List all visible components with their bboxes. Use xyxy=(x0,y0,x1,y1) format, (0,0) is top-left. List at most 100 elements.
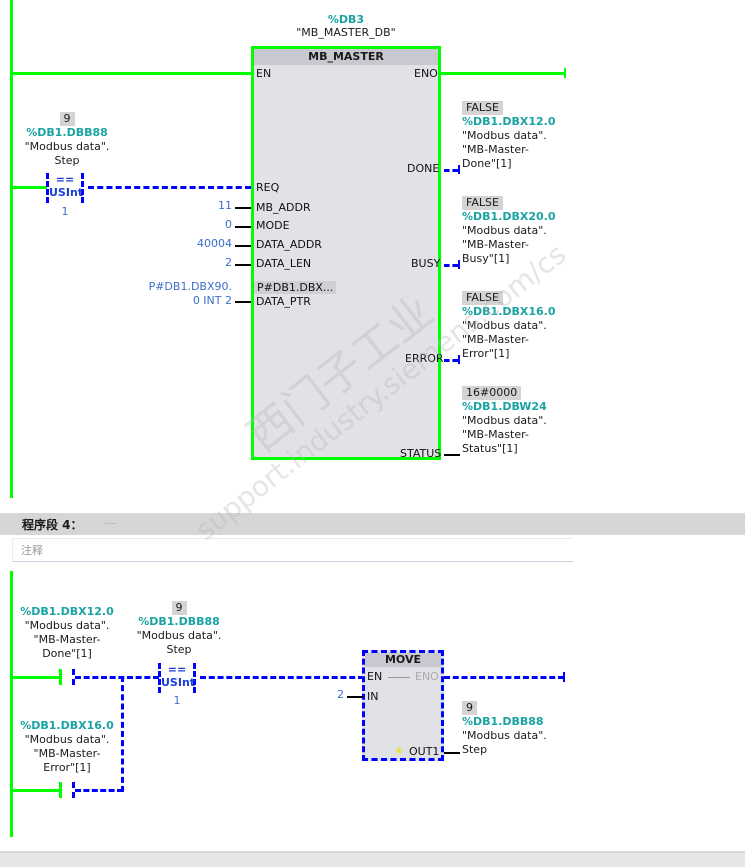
eno-wire xyxy=(441,72,565,75)
n4-compare-operand-bottom[interactable]: 1 xyxy=(173,694,181,707)
compare-in-wire xyxy=(10,186,47,189)
data-ptr-wire xyxy=(235,301,251,303)
network-4-label: 程序段 4： xyxy=(22,518,83,532)
status-monitor: 16#0000 xyxy=(462,386,522,400)
power-rail-left-n4 xyxy=(10,571,13,837)
network-5-header[interactable] xyxy=(0,851,745,867)
move-eno-wire xyxy=(444,676,564,679)
en-wire xyxy=(10,72,251,75)
eno-wire-end xyxy=(564,68,566,78)
contact-error-address: %DB1.DBX16.0 xyxy=(20,719,114,732)
status-output-tag[interactable]: 16#0000 %DB1.DBW24 "Modbus data". "MB-Ma… xyxy=(462,386,547,456)
data-ptr-value-line1: P#DB1.DBX90. xyxy=(148,280,232,293)
busy-wire-end xyxy=(458,260,460,269)
status-sym2: "MB-Master- xyxy=(462,428,529,441)
done-output-tag[interactable]: FALSE %DB1.DBX12.0 "Modbus data". "MB-Ma… xyxy=(462,101,556,171)
busy-sym1: "Modbus data". xyxy=(462,224,547,237)
status-sym3: Status"[1] xyxy=(462,442,518,455)
contact-done-right[interactable] xyxy=(72,669,75,685)
move-out-tag[interactable]: 9 %DB1.DBB88 "Modbus data". Step xyxy=(462,701,547,757)
network-4-title[interactable]: ..... xyxy=(104,517,117,526)
n4-compare-operator: == xyxy=(167,663,187,676)
network-4-header[interactable]: 程序段 4： ..... xyxy=(0,513,745,535)
error-output-tag[interactable]: FALSE %DB1.DBX16.0 "Modbus data". "MB-Ma… xyxy=(462,291,556,361)
pin-done: DONE xyxy=(407,162,440,175)
data-len-value[interactable]: 2 xyxy=(225,256,232,269)
contact-done-out-wire xyxy=(75,676,159,679)
n4-compare-type: USInt xyxy=(161,676,196,689)
compare-monitor-value: 9 xyxy=(59,112,75,126)
contact-done-in-wire xyxy=(10,676,60,679)
busy-address: %DB1.DBX20.0 xyxy=(462,210,556,223)
pin-mode: MODE xyxy=(256,219,290,232)
contact-error-sym3: Error"[1] xyxy=(43,761,91,774)
move-block[interactable]: MOVE xyxy=(362,650,444,761)
error-sym2: "MB-Master- xyxy=(462,333,529,346)
compare-symbol-2: Step xyxy=(54,154,80,167)
instance-db-label: %DB3 "MB_MASTER_DB" xyxy=(271,13,421,39)
contact-done-address: %DB1.DBX12.0 xyxy=(20,605,114,618)
compare-contact[interactable]: == USInt xyxy=(46,173,84,203)
mb-addr-value[interactable]: 11 xyxy=(218,199,232,212)
move-en-wire xyxy=(200,676,364,679)
error-sym1: "Modbus data". xyxy=(462,319,547,332)
n4-compare-address: %DB1.DBB88 xyxy=(138,615,220,628)
pin-data-addr: DATA_ADDR xyxy=(256,238,322,251)
contact-error-tag[interactable]: %DB1.DBX16.0 "Modbus data". "MB-Master- … xyxy=(12,719,122,775)
network-4-comment[interactable]: 注释 xyxy=(12,538,573,562)
move-pin-out1: OUT1 xyxy=(409,745,440,758)
n4-compare-contact[interactable]: == USInt xyxy=(158,663,196,693)
n4-compare-sym2: Step xyxy=(166,643,192,656)
error-sym3: Error"[1] xyxy=(462,347,510,360)
pin-eno: ENO xyxy=(414,67,438,80)
contact-done-sym1: "Modbus data". xyxy=(24,619,110,632)
contact-error-right[interactable] xyxy=(72,782,75,798)
done-sym3: Done"[1] xyxy=(462,157,512,170)
instance-db-address: %DB3 xyxy=(327,13,365,26)
busy-wire xyxy=(444,264,458,267)
data-addr-value[interactable]: 40004 xyxy=(197,237,232,250)
contact-error-left[interactable] xyxy=(59,782,62,798)
move-out-sym2: Step xyxy=(462,743,488,756)
pin-req: REQ xyxy=(256,181,280,194)
contact-error-sym1: "Modbus data". xyxy=(24,733,110,746)
pin-en: EN xyxy=(256,67,272,80)
compare-operand-top[interactable]: 9 %DB1.DBB88 "Modbus data". Step xyxy=(12,112,122,168)
status-wire xyxy=(444,454,460,456)
pin-mb-addr: MB_ADDR xyxy=(256,201,311,214)
move-pin-eno: ENO xyxy=(415,670,439,683)
mode-value[interactable]: 0 xyxy=(225,218,232,231)
mb-master-block[interactable]: MB_MASTER xyxy=(251,46,441,460)
busy-monitor: FALSE xyxy=(462,196,503,210)
instance-db-symbol: "MB_MASTER_DB" xyxy=(296,26,396,39)
mb-addr-wire xyxy=(235,207,251,209)
status-address: %DB1.DBW24 xyxy=(462,400,547,413)
move-out-address: %DB1.DBB88 xyxy=(462,715,544,728)
contact-done-left[interactable] xyxy=(59,669,62,685)
data-ptr-value[interactable]: P#DB1.DBX90. 0 INT 2 xyxy=(140,280,232,308)
contact-error-sym2: "MB-Master- xyxy=(33,747,101,760)
move-eno-wire-end xyxy=(563,672,565,682)
move-en-eno-link xyxy=(388,677,410,678)
n4-compare-monitor: 9 xyxy=(171,601,187,615)
data-len-wire xyxy=(235,264,251,266)
compare-address: %DB1.DBB88 xyxy=(26,126,108,139)
busy-output-tag[interactable]: FALSE %DB1.DBX20.0 "Modbus data". "MB-Ma… xyxy=(462,196,556,266)
contact-error-in-wire xyxy=(10,789,60,792)
compare-operator: == xyxy=(55,173,75,186)
busy-sym2: "MB-Master- xyxy=(462,238,529,251)
move-title: MOVE xyxy=(365,653,441,667)
move-in-value[interactable]: 2 xyxy=(337,688,344,701)
error-wire-end xyxy=(458,355,460,364)
move-out-new-icon: ✳ xyxy=(394,744,405,758)
pin-data-ptr: DATA_PTR xyxy=(256,295,311,308)
n4-compare-operand-top[interactable]: 9 %DB1.DBB88 "Modbus data". Step xyxy=(124,601,234,657)
mode-wire xyxy=(235,226,251,228)
move-out-wire xyxy=(444,752,460,754)
done-address: %DB1.DBX12.0 xyxy=(462,115,556,128)
done-monitor: FALSE xyxy=(462,101,503,115)
compare-operand-bottom[interactable]: 1 xyxy=(61,205,69,218)
pin-status: STATUS xyxy=(400,447,442,460)
req-wire xyxy=(88,186,251,189)
contact-done-tag[interactable]: %DB1.DBX12.0 "Modbus data". "MB-Master- … xyxy=(12,605,122,661)
